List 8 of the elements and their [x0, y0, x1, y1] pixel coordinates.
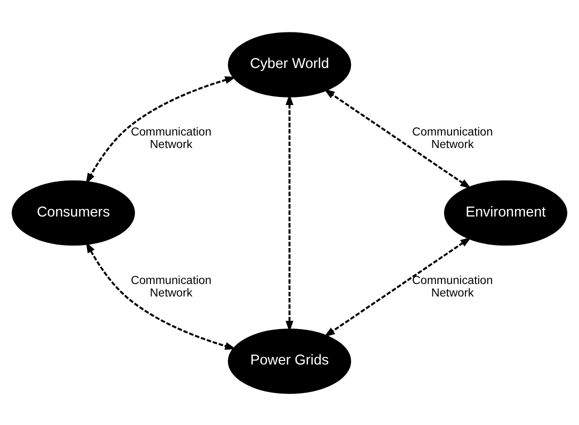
arrow: [86, 76, 236, 184]
edge-label: Communication Network: [412, 125, 493, 151]
arrow: [324, 236, 472, 337]
arrow: [324, 88, 472, 188]
edge-label: Communication Network: [130, 273, 212, 299]
edge-label: Communication Network: [130, 125, 212, 151]
node-ellipse: Consumers: [12, 180, 135, 246]
edge-label: Communication Network: [412, 273, 493, 299]
